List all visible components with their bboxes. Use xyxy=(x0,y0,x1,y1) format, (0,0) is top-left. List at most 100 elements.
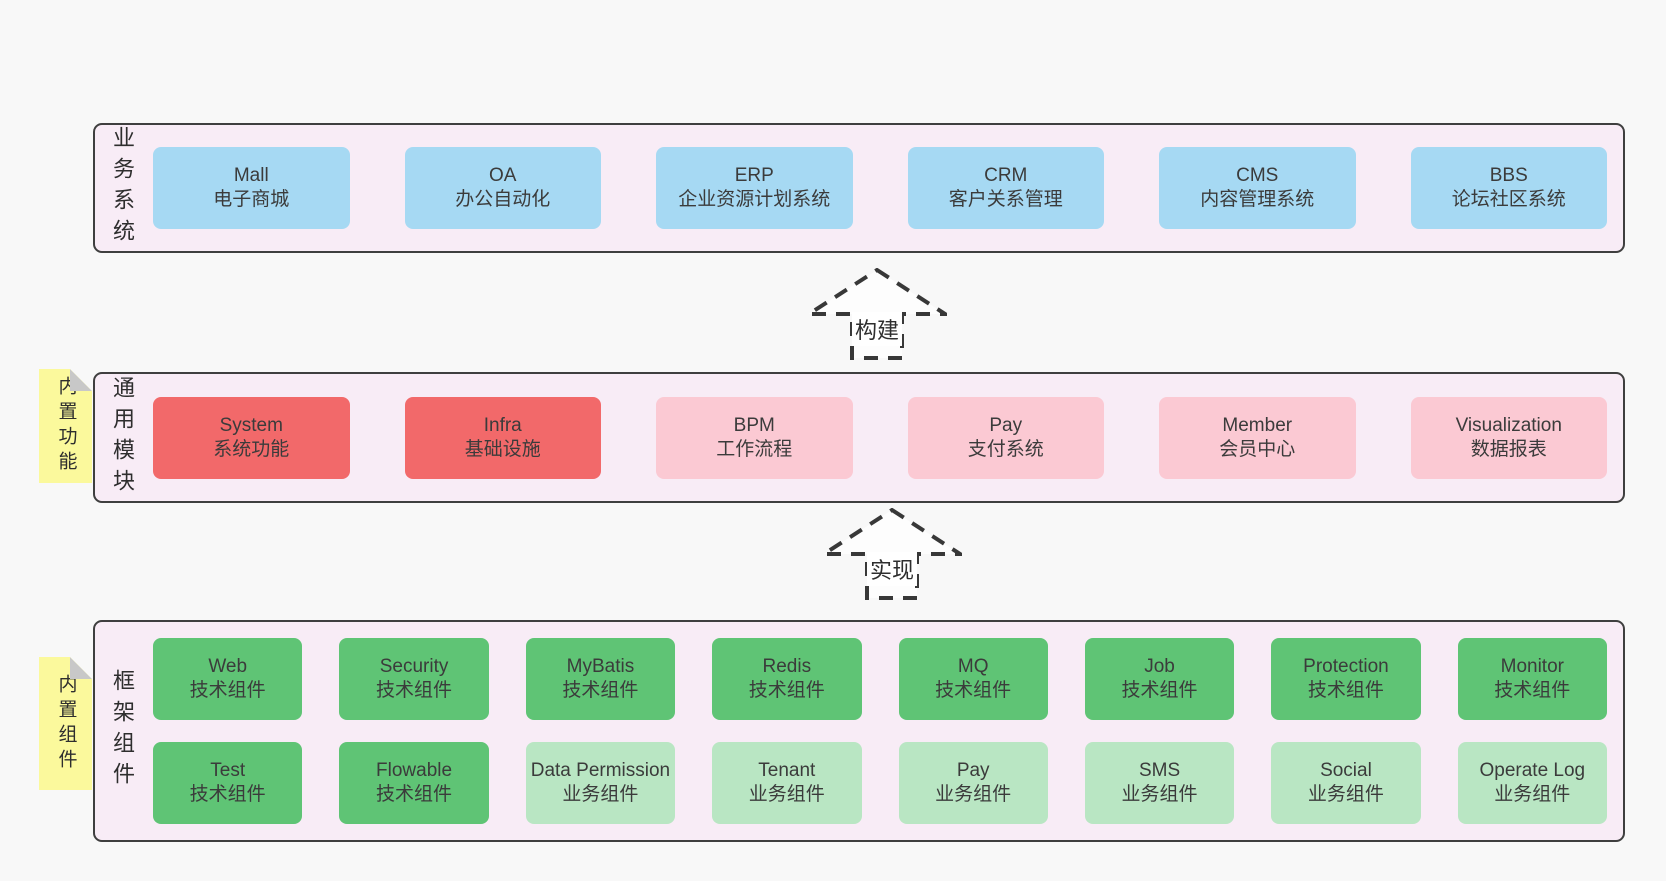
box-title: Visualization xyxy=(1455,414,1562,436)
box-title: Redis xyxy=(762,656,812,677)
arrow-implement: 实现 xyxy=(822,508,962,600)
arrow-implement-label: 实现 xyxy=(866,552,918,586)
layer-business-systems: 业务系统 Mall 电子商城 OA 办公自动化 ERP 企业资源计划系统 CRM… xyxy=(93,123,1625,253)
layer-common-modules: 通用模块 System 系统功能 Infra 基础设施 BPM 工作流程 Pay… xyxy=(93,372,1625,503)
box-title: Social xyxy=(1320,760,1372,781)
framework-box-row-1: Web 技术组件 Security 技术组件 MyBatis 技术组件 Redi… xyxy=(153,638,1607,720)
box-tenant: Tenant 业务组件 xyxy=(712,742,862,824)
box-member: Member 会员中心 xyxy=(1159,396,1356,479)
box-subtitle: 业务组件 xyxy=(1494,784,1571,805)
box-title: Data Permission xyxy=(530,760,671,781)
box-operate-log: Operate Log 业务组件 xyxy=(1457,742,1607,824)
box-title: CMS xyxy=(1236,165,1279,186)
box-mybatis: MyBatis 技术组件 xyxy=(525,638,676,720)
box-title: Protection xyxy=(1303,656,1389,677)
box-subtitle: 内容管理系统 xyxy=(1200,189,1315,210)
box-title: Monitor xyxy=(1500,656,1564,677)
box-subtitle: 技术组件 xyxy=(1494,680,1571,701)
box-web: Web 技术组件 xyxy=(153,638,303,720)
box-title: Web xyxy=(208,656,248,677)
box-test: Test 技术组件 xyxy=(153,742,303,824)
box-title: Security xyxy=(379,656,449,677)
box-subtitle: 支付系统 xyxy=(967,438,1044,460)
box-title: CRM xyxy=(984,165,1028,186)
box-title: Operate Log xyxy=(1479,760,1586,781)
box-title: BBS xyxy=(1489,165,1528,186)
box-subtitle: 技术组件 xyxy=(376,680,453,701)
modules-box-row: System 系统功能 Infra 基础设施 BPM 工作流程 Pay 支付系统… xyxy=(153,396,1607,479)
layer-label-framework-components: 框架组件 xyxy=(110,669,135,793)
box-system: System 系统功能 xyxy=(153,396,350,479)
box-subtitle: 客户关系管理 xyxy=(948,189,1063,210)
box-title: System xyxy=(219,414,283,436)
sticky-label: 内置组件 xyxy=(55,673,77,774)
box-title: Pay xyxy=(956,760,990,781)
box-subtitle: 技术组件 xyxy=(189,784,266,805)
box-crm: CRM 客户关系管理 xyxy=(907,147,1104,229)
box-title: Job xyxy=(1144,656,1175,677)
box-title: Test xyxy=(210,760,246,781)
box-subtitle: 论坛社区系统 xyxy=(1451,189,1566,210)
box-pay-biz: Pay 业务组件 xyxy=(898,742,1048,824)
framework-box-row-2: Test 技术组件 Flowable 技术组件 Data Permission … xyxy=(153,742,1607,824)
box-title: MQ xyxy=(957,656,989,677)
folded-corner-icon xyxy=(70,369,92,391)
layer-label-business-systems: 业务系统 xyxy=(110,126,135,250)
box-visualization: Visualization 数据报表 xyxy=(1410,396,1607,479)
box-subtitle: 技术组件 xyxy=(748,680,825,701)
box-subtitle: 技术组件 xyxy=(1121,680,1198,701)
box-pay: Pay 支付系统 xyxy=(907,396,1104,479)
sticky-label: 内置功能 xyxy=(55,376,77,476)
box-title: Mall xyxy=(233,165,269,186)
box-subtitle: 系统功能 xyxy=(213,438,290,460)
business-box-row: Mall 电子商城 OA 办公自动化 ERP 企业资源计划系统 CRM 客户关系… xyxy=(153,147,1607,229)
box-social: Social 业务组件 xyxy=(1271,742,1421,824)
box-subtitle: 技术组件 xyxy=(376,784,453,805)
box-flowable: Flowable 技术组件 xyxy=(339,742,489,824)
box-mq: MQ 技术组件 xyxy=(898,638,1048,720)
box-subtitle: 业务组件 xyxy=(1121,784,1198,805)
box-subtitle: 技术组件 xyxy=(562,680,639,701)
box-subtitle: 企业资源计划系统 xyxy=(678,189,831,210)
box-subtitle: 办公自动化 xyxy=(455,189,551,210)
box-erp: ERP 企业资源计划系统 xyxy=(656,147,853,229)
box-bpm: BPM 工作流程 xyxy=(656,396,853,479)
box-title: SMS xyxy=(1138,760,1181,781)
box-title: Tenant xyxy=(758,760,816,781)
box-subtitle: 业务组件 xyxy=(1307,784,1384,805)
box-title: MyBatis xyxy=(566,656,635,677)
box-subtitle: 基础设施 xyxy=(464,438,541,460)
box-protection: Protection 技术组件 xyxy=(1271,638,1421,720)
box-redis: Redis 技术组件 xyxy=(712,638,862,720)
box-title: OA xyxy=(489,165,517,186)
box-subtitle: 数据报表 xyxy=(1470,438,1547,460)
box-data-permission: Data Permission 业务组件 xyxy=(525,742,676,824)
box-subtitle: 业务组件 xyxy=(562,784,639,805)
box-title: Infra xyxy=(483,414,522,436)
box-subtitle: 业务组件 xyxy=(935,784,1012,805)
box-oa: OA 办公自动化 xyxy=(404,147,601,229)
box-sms: SMS 业务组件 xyxy=(1084,742,1235,824)
folded-corner-icon xyxy=(70,657,92,679)
layer-framework-components: 框架组件 Web 技术组件 Security 技术组件 MyBatis 技术组件… xyxy=(93,620,1625,842)
box-security: Security 技术组件 xyxy=(339,638,489,720)
box-title: Pay xyxy=(989,414,1023,436)
arrow-build: 构建 xyxy=(807,268,947,360)
arrow-build-label: 构建 xyxy=(851,312,903,346)
box-title: Flowable xyxy=(376,760,453,781)
box-subtitle: 技术组件 xyxy=(935,680,1012,701)
box-subtitle: 会员中心 xyxy=(1219,438,1296,460)
box-cms: CMS 内容管理系统 xyxy=(1159,147,1356,229)
box-infra: Infra 基础设施 xyxy=(404,396,601,479)
box-title: BPM xyxy=(733,414,775,436)
framework-rows: Web 技术组件 Security 技术组件 MyBatis 技术组件 Redi… xyxy=(153,638,1607,824)
box-job: Job 技术组件 xyxy=(1084,638,1235,720)
sticky-note-builtin-features: 内置功能 xyxy=(39,369,92,483)
box-monitor: Monitor 技术组件 xyxy=(1457,638,1607,720)
layer-label-common-modules: 通用模块 xyxy=(110,375,135,500)
box-subtitle: 电子商城 xyxy=(213,189,290,210)
box-title: ERP xyxy=(734,165,774,186)
box-mall: Mall 电子商城 xyxy=(153,147,350,229)
box-subtitle: 工作流程 xyxy=(716,438,793,460)
